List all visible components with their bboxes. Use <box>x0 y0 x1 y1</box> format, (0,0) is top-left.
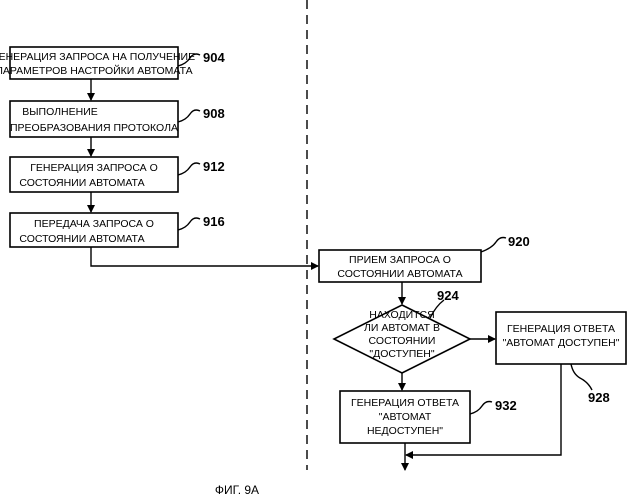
ref-928: 928 <box>588 390 610 405</box>
ref-920-leader <box>481 238 506 253</box>
step-916-line1: ПЕРЕДАЧА ЗАПРОСА О <box>34 218 154 230</box>
ref-932-leader <box>470 402 492 415</box>
decision-924-line3: СОСТОЯНИИ <box>369 335 436 347</box>
step-928-line2: "АВТОМАТ ДОСТУПЕН" <box>503 337 620 349</box>
ref-916: 916 <box>203 214 225 229</box>
decision-924-line4: "ДОСТУПЕН" <box>369 348 434 360</box>
ref-924: 924 <box>437 288 459 303</box>
step-912-line1: ГЕНЕРАЦИЯ ЗАПРОСА О <box>30 162 158 174</box>
step-908-line2: ПРЕОБРАЗОВАНИЯ ПРОТОКОЛА <box>10 122 178 134</box>
decision-924: НАХОДИТСЯ ЛИ АВТОМАТ В СОСТОЯНИИ "ДОСТУП… <box>334 305 470 373</box>
ref-912: 912 <box>203 159 225 174</box>
ref-908-leader <box>178 110 200 122</box>
step-904-line1: ГЕНЕРАЦИЯ ЗАПРОСА НА ПОЛУЧЕНИЕ <box>0 51 195 63</box>
decision-924-line2: ЛИ АВТОМАТ В <box>364 322 440 334</box>
step-932-line1: ГЕНЕРАЦИЯ ОТВЕТА <box>351 397 459 409</box>
step-916-line2: СОСТОЯНИИ АВТОМАТА <box>19 233 144 245</box>
step-912: ГЕНЕРАЦИЯ ЗАПРОСА О СОСТОЯНИИ АВТОМАТА <box>10 157 178 192</box>
ref-916-leader <box>178 218 200 230</box>
ref-904: 904 <box>203 50 225 65</box>
ref-920: 920 <box>508 234 530 249</box>
step-908-line1: ВЫПОЛНЕНИЕ <box>22 106 98 118</box>
step-908: ВЫПОЛНЕНИЕ ПРЕОБРАЗОВАНИЯ ПРОТОКОЛА <box>10 101 178 137</box>
step-920-line1: ПРИЕМ ЗАПРОСА О <box>349 254 451 266</box>
step-932-line3: НЕДОСТУПЕН" <box>367 425 443 437</box>
step-928-line1: ГЕНЕРАЦИЯ ОТВЕТА <box>507 323 615 335</box>
step-932-line2: "АВТОМАТ <box>379 411 432 423</box>
step-904: ГЕНЕРАЦИЯ ЗАПРОСА НА ПОЛУЧЕНИЕ ПАРАМЕТРО… <box>0 47 195 79</box>
ref-928-leader <box>571 364 592 390</box>
figure-caption: ФИГ. 9А <box>215 483 259 497</box>
step-916: ПЕРЕДАЧА ЗАПРОСА О СОСТОЯНИИ АВТОМАТА <box>10 213 178 247</box>
step-904-line2: ПАРАМЕТРОВ НАСТРОЙКИ АВТОМАТА <box>0 64 193 77</box>
step-912-line2: СОСТОЯНИИ АВТОМАТА <box>19 177 144 189</box>
ref-932: 932 <box>495 398 517 413</box>
step-920-line2: СОСТОЯНИИ АВТОМАТА <box>337 268 462 280</box>
decision-924-line1: НАХОДИТСЯ <box>369 309 434 321</box>
step-920: ПРИЕМ ЗАПРОСА О СОСТОЯНИИ АВТОМАТА <box>319 250 481 282</box>
step-932: ГЕНЕРАЦИЯ ОТВЕТА "АВТОМАТ НЕДОСТУПЕН" <box>340 391 470 443</box>
ref-908: 908 <box>203 106 225 121</box>
arrow-916-920 <box>91 247 318 266</box>
step-928: ГЕНЕРАЦИЯ ОТВЕТА "АВТОМАТ ДОСТУПЕН" <box>496 312 626 364</box>
ref-912-leader <box>178 163 200 175</box>
